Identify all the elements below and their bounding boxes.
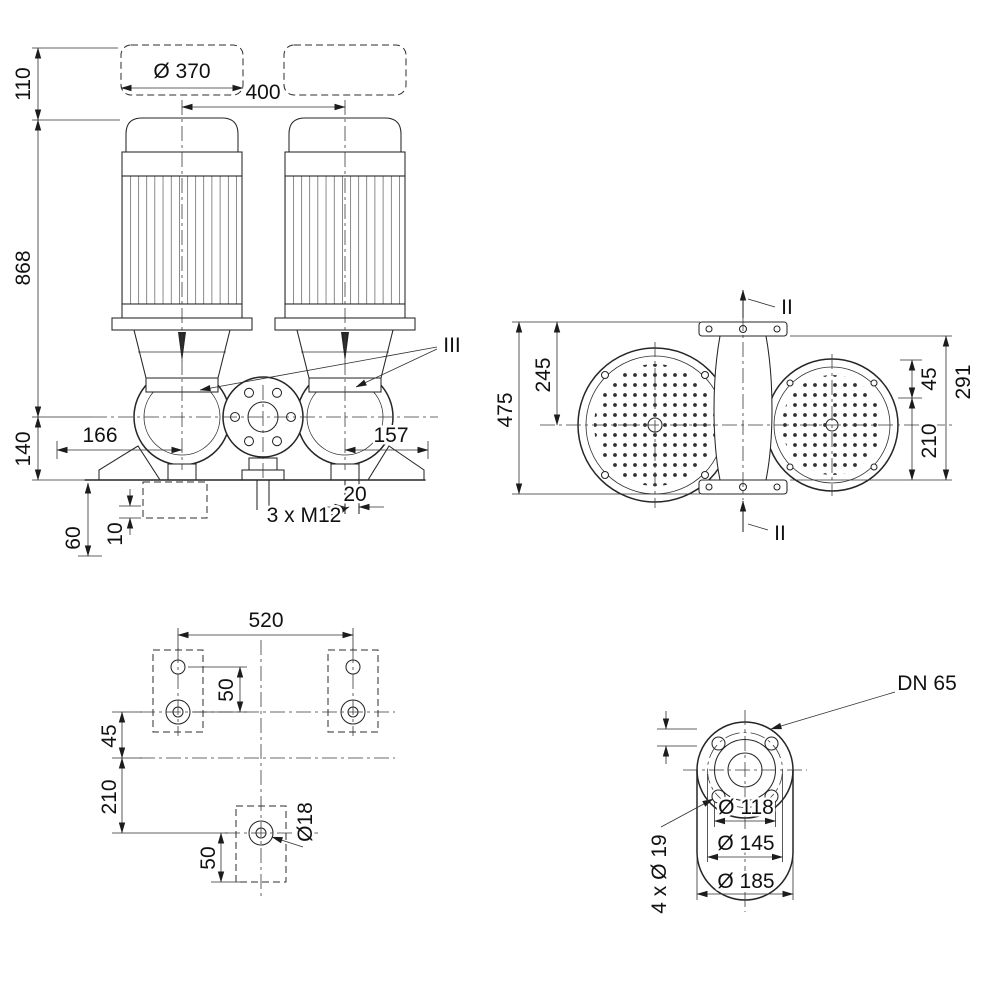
dim-bolt-circle: Ø 145	[717, 832, 774, 855]
dim-bolt-holes: 4 x Ø 19	[648, 834, 671, 913]
label-section-ii-bottom: II	[774, 522, 786, 545]
dim-port-depth: 210	[918, 423, 941, 458]
dim-bolt-offset: 20	[343, 483, 366, 506]
dim-axis-offset: 45	[98, 724, 121, 747]
withdrawal-space-right	[283, 44, 407, 96]
dim-raised-face: Ø 118	[718, 796, 774, 819]
dim-grout-thickness: 10	[104, 522, 127, 545]
flange-view: DN 65 4 x Ø 19 Ø 118 Ø 145 Ø 185	[646, 670, 960, 917]
dim-offset-left: 166	[82, 424, 117, 447]
dim-bolt-span: 520	[248, 609, 283, 632]
foundation-view: 520 50 45 210 50 Ø18	[96, 607, 395, 898]
dim-hole-dia: Ø18	[294, 802, 317, 842]
dim-body-depth: 291	[952, 364, 975, 399]
dim-overall-depth: 475	[494, 392, 517, 427]
front-view: Ø 370 400 110 868 140 166 157 20 3 x M12…	[10, 44, 463, 557]
foundation-block	[142, 481, 208, 519]
motor-right	[274, 117, 416, 331]
dim-hole-pitch-lower: 50	[197, 846, 220, 869]
dim-base-height: 140	[12, 431, 35, 466]
dim-port-offset: 45	[918, 367, 941, 390]
dim-offset-right: 157	[373, 424, 408, 447]
dim-row-spacing: 210	[98, 779, 121, 814]
plan-view: II II 475 245 45 210 291	[492, 289, 978, 548]
dim-foundation-depth: 60	[62, 526, 85, 549]
dim-removal-clearance: 110	[12, 67, 35, 100]
dim-outer-dia: Ø 185	[717, 870, 774, 893]
label-anchor-bolts: 3 x M12	[267, 504, 342, 527]
dim-motor-spacing: 400	[245, 81, 280, 104]
dim-axis-depth: 245	[532, 357, 555, 392]
withdrawal-space-left	[120, 44, 244, 96]
label-section-ii-top: II	[781, 296, 793, 319]
dim-total-height: 868	[12, 250, 35, 285]
label-nominal-dia: DN 65	[897, 672, 957, 695]
dim-motor-dia: Ø 370	[153, 60, 210, 83]
dim-hole-pitch-upper: 50	[215, 678, 238, 701]
label-section-iii: III	[443, 334, 461, 357]
